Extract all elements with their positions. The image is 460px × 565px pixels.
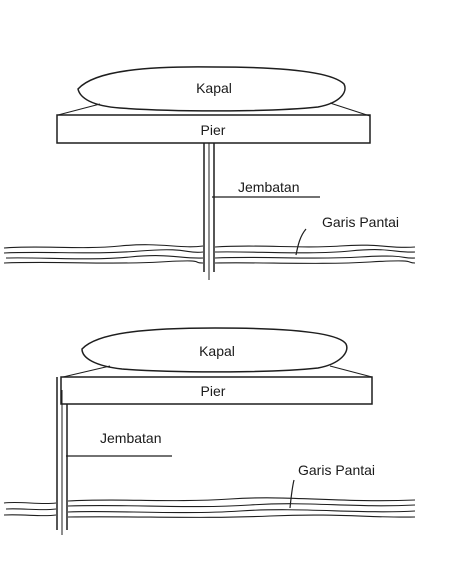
shoreline-leader-line xyxy=(295,228,307,256)
ship-label: Kapal xyxy=(196,80,232,96)
pier-deck xyxy=(60,376,373,405)
shoreline-leader-line xyxy=(289,479,295,509)
bridge-label: Jembatan xyxy=(238,179,299,195)
shoreline-label: Garis Pantai xyxy=(298,462,375,478)
pier-label: Pier xyxy=(201,122,226,138)
figure-top: Kapal Pier Jembatan Garis Pantai xyxy=(3,66,416,280)
figure-bottom: Kapal Pier Jembatan Garis Pantai xyxy=(3,327,416,535)
ship-hull xyxy=(81,327,348,373)
ship-label: Kapal xyxy=(199,343,235,359)
shoreline xyxy=(3,497,416,518)
ship-hull xyxy=(77,66,346,112)
shoreline xyxy=(3,244,416,264)
shoreline-label: Garis Pantai xyxy=(322,214,399,230)
ship-mooring-line-left xyxy=(62,365,111,378)
ship-mooring-line-right xyxy=(329,102,371,117)
pier-label: Pier xyxy=(201,383,226,399)
ship-mooring-line-left xyxy=(57,103,101,116)
bridge-label: Jembatan xyxy=(100,430,161,446)
ship-mooring-line-right xyxy=(329,365,373,378)
